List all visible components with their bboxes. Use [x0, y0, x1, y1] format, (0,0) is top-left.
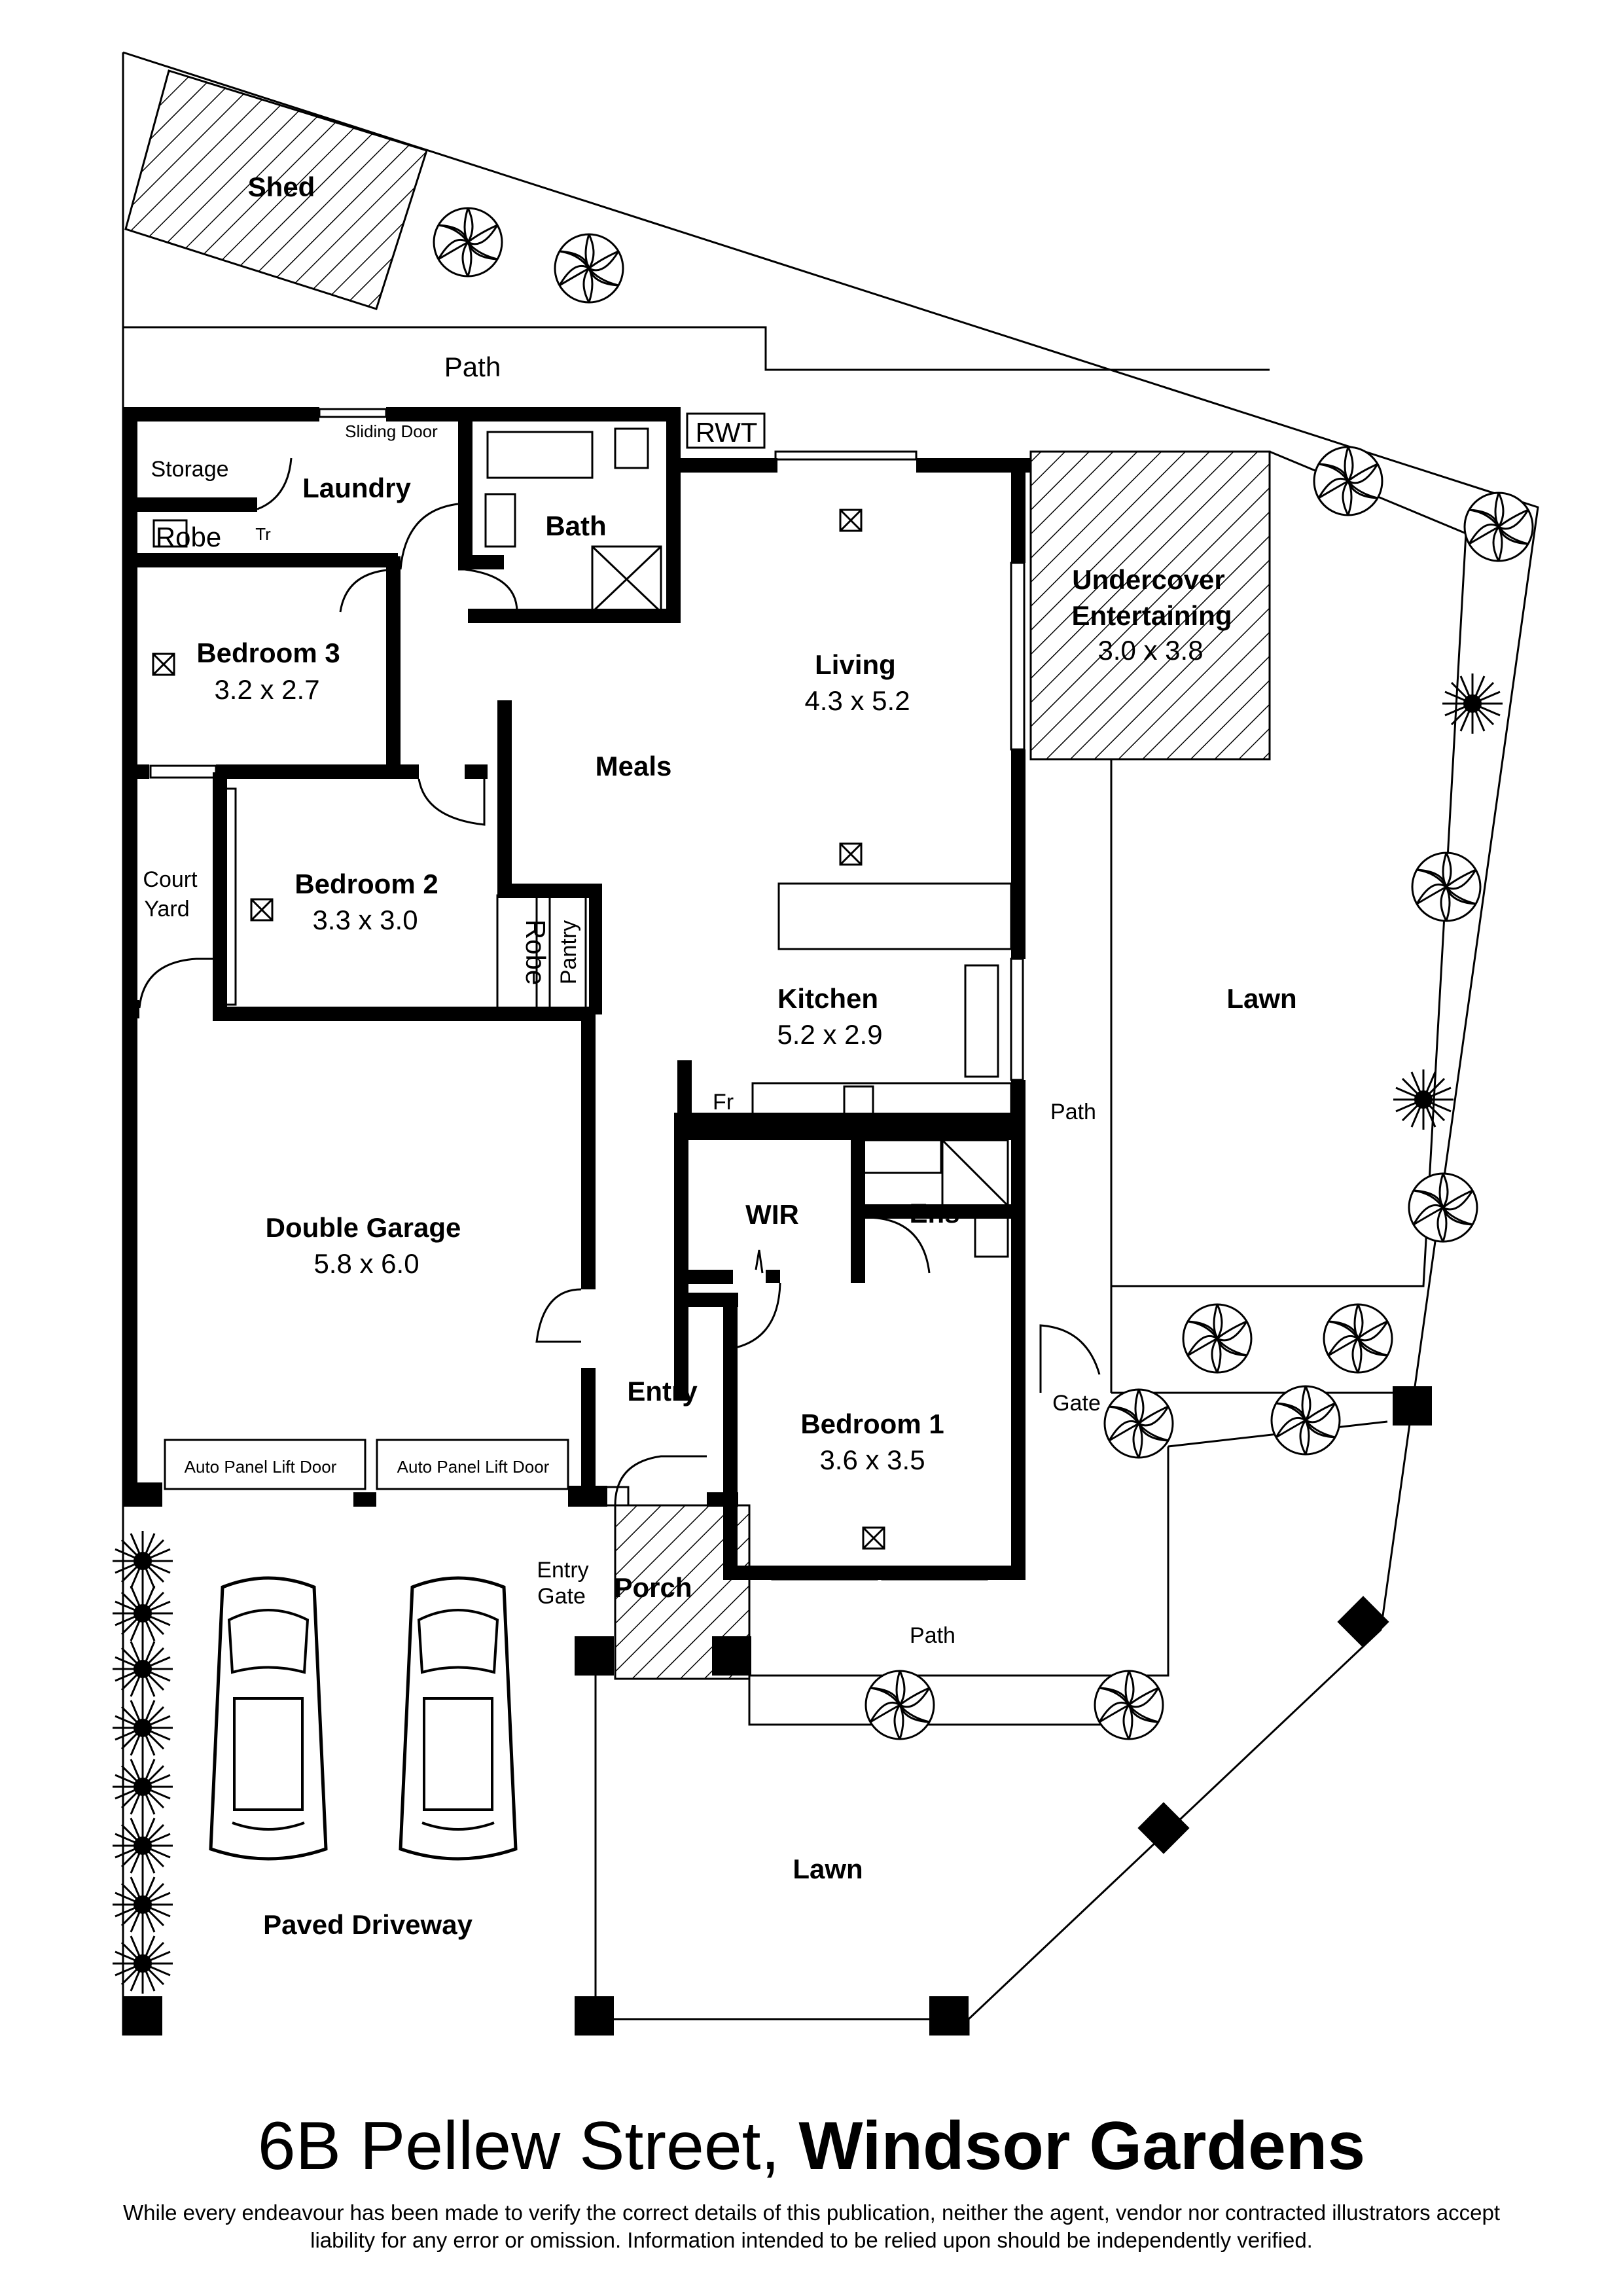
shed — [124, 69, 428, 310]
bedroom2-label: Bedroom 2 — [294, 869, 438, 899]
kitchen-label: Kitchen — [777, 983, 878, 1014]
living-label: Living — [815, 649, 896, 680]
shed-label: Shed — [248, 171, 315, 202]
gate-label: Gate — [1052, 1391, 1101, 1416]
path-top-label: Path — [444, 351, 501, 382]
auto-door-1-label: Auto Panel Lift Door — [185, 1457, 337, 1477]
fixtures — [149, 408, 1026, 1581]
wir-label: WIR — [745, 1199, 799, 1230]
bedroom1-size: 3.6 x 3.5 — [819, 1444, 925, 1475]
meals-label: Meals — [596, 751, 672, 781]
fence-posts — [123, 1386, 1432, 2036]
rwt-label: RWT — [696, 417, 758, 448]
robe-label: Robe — [520, 920, 551, 985]
living-size: 4.3 x 5.2 — [804, 685, 910, 716]
entry-gate-label-1: Entry — [537, 1558, 588, 1583]
laundry-label: Laundry — [302, 473, 411, 503]
path-right-label: Path — [1050, 1100, 1096, 1124]
pantry-label: Pantry — [556, 920, 581, 984]
court-yard-label-1: Court — [143, 867, 198, 892]
undercover-size: 3.0 x 3.8 — [1097, 635, 1203, 666]
bedroom3-size: 3.2 x 2.7 — [214, 674, 319, 705]
entry-gate-label-2: Gate — [537, 1584, 586, 1609]
lawn-bottom-label: Lawn — [793, 1854, 863, 1884]
storage-label: Storage — [151, 457, 228, 482]
undercover-label-2: Entertaining — [1071, 600, 1232, 631]
ens-label: Ens — [909, 1198, 959, 1229]
disclaimer-text: While every endeavour has been made to v… — [123, 2200, 1500, 2252]
undercover-entertaining-area — [1029, 450, 1271, 761]
entry-label: Entry — [627, 1376, 698, 1407]
double-garage-label: Double Garage — [266, 1212, 461, 1243]
walls — [123, 407, 1031, 1580]
double-garage-size: 5.8 x 6.0 — [313, 1248, 419, 1279]
porch-label: Porch — [614, 1572, 692, 1603]
address-street: 6B Pellew Street, — [257, 2108, 780, 2184]
fr-label: Fr — [713, 1090, 734, 1115]
undercover-label-1: Undercover — [1072, 564, 1224, 595]
lawn-right-label: Lawn — [1226, 983, 1296, 1014]
kitchen-size: 5.2 x 2.9 — [777, 1019, 882, 1050]
address-suburb: Windsor Gardens — [798, 2108, 1366, 2184]
tr-label: Tr — [255, 524, 271, 544]
bath-label: Bath — [545, 511, 606, 541]
court-yard-label-2: Yard — [144, 897, 189, 922]
car-icons — [211, 1578, 516, 1859]
property-address: 6B Pellew Street, Windsor Gardens — [0, 2108, 1623, 2185]
sliding-door-label: Sliding Door — [345, 422, 438, 441]
auto-door-2-label: Auto Panel Lift Door — [397, 1457, 550, 1477]
bedroom2-size: 3.3 x 3.0 — [312, 905, 418, 935]
door-swings — [138, 457, 1101, 1506]
robe-small-label: Robe — [156, 522, 221, 552]
bedroom1-label: Bedroom 1 — [800, 1408, 944, 1439]
bedroom3-label: Bedroom 3 — [196, 637, 340, 668]
path-bottom-label: Path — [910, 1623, 955, 1648]
paved-driveway-label: Paved Driveway — [263, 1909, 473, 1940]
